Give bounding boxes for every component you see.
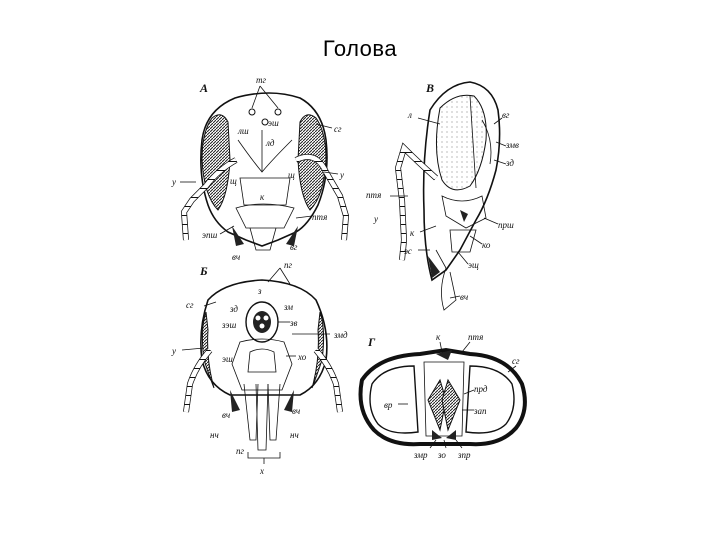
panel-g-cross-section: Г к птя сг вр прд зап змр зо зпр <box>358 332 527 460</box>
label-a-13: вч <box>232 252 240 262</box>
label-b-13: вч <box>292 406 300 416</box>
panel-v-side-view: В л вг змв зд птя у пр <box>366 81 519 311</box>
label-g-7: змр <box>413 450 428 460</box>
label-a-12: птя <box>312 212 327 222</box>
label-b-8: змд <box>333 330 348 340</box>
label-a-7: щ <box>230 176 237 186</box>
label-a-11: эпш <box>202 230 217 240</box>
label-b-12: вч <box>222 410 230 420</box>
label-v-9: ко <box>482 240 491 250</box>
label-v-4: зд <box>505 158 514 168</box>
label-b-5: зм <box>283 302 293 312</box>
label-a-3: лш <box>237 126 249 136</box>
label-g-3: сг <box>512 356 520 366</box>
panel-a-letter: А <box>199 81 208 95</box>
panel-g-letter: Г <box>367 335 376 349</box>
label-g-4: вр <box>384 400 393 410</box>
panel-b-letter: Б <box>199 264 208 278</box>
label-v-10: эс <box>404 246 412 256</box>
label-g-2: птя <box>468 332 483 342</box>
label-a-10: к <box>260 192 265 202</box>
label-b-16: пг <box>236 446 245 456</box>
label-a-4: лд <box>265 138 275 148</box>
label-b-6: зэш <box>221 320 236 330</box>
label-b-3: сг <box>186 300 194 310</box>
label-b-9: у <box>171 346 176 356</box>
label-a-8: щ <box>288 170 295 180</box>
panel-a-front-view: А тг эш лш лд сг у <box>171 75 350 262</box>
label-g-5: прд <box>474 384 488 394</box>
label-a-1: тг <box>256 75 266 85</box>
label-v-8: к <box>410 228 415 238</box>
label-g-6: зап <box>473 406 487 416</box>
label-b-1: пг <box>284 260 293 270</box>
panel-b-rear-view: Б пг з сг <box>171 260 348 476</box>
label-v-5: птя <box>366 190 381 200</box>
label-b-10: эш <box>222 354 233 364</box>
label-v-6: у <box>373 214 378 224</box>
label-v-12: вч <box>460 292 468 302</box>
label-a-5: сг <box>334 124 342 134</box>
label-g-1: к <box>436 332 441 342</box>
label-b-4: зд <box>229 304 238 314</box>
label-a-9: у <box>339 170 344 180</box>
label-v-7: прш <box>498 220 514 230</box>
label-v-2: вг <box>502 110 510 120</box>
label-v-3: змв <box>505 140 519 150</box>
label-b-14: нч <box>210 430 219 440</box>
label-b-17: х <box>259 466 264 476</box>
label-a-14: вг <box>290 242 298 252</box>
label-b-7: зв <box>289 318 298 328</box>
label-v-11: эщ <box>468 260 479 270</box>
label-g-8: зо <box>437 450 446 460</box>
label-b-11: хо <box>297 352 307 362</box>
panel-v-letter: В <box>425 81 434 95</box>
label-v-1: л <box>407 110 412 120</box>
label-b-2: з <box>257 286 262 296</box>
label-a-6: у <box>171 177 176 187</box>
label-g-9: зпр <box>457 450 471 460</box>
label-a-2: эш <box>268 118 279 128</box>
slide-title: Голова <box>322 36 398 61</box>
label-b-15: нч <box>290 430 299 440</box>
